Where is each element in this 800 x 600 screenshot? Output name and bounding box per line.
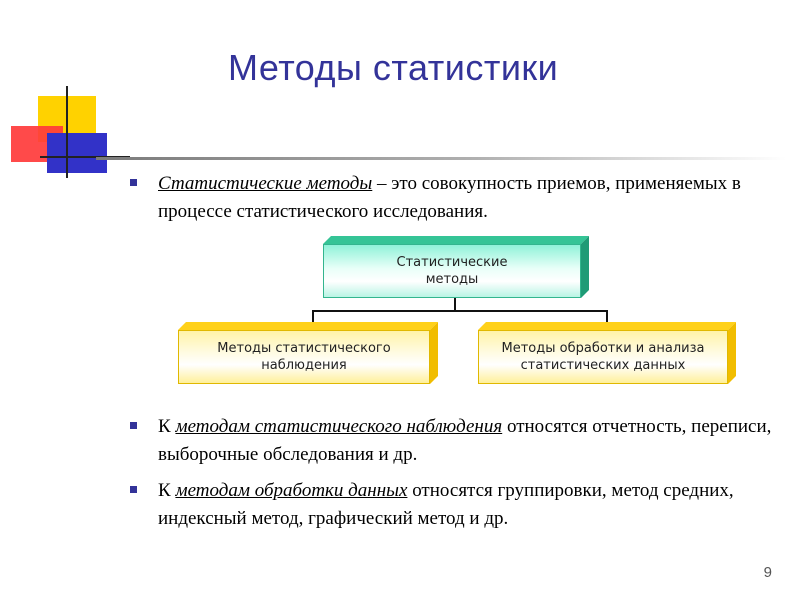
diagram-observation-box: Методы статистического наблюдения [178, 322, 438, 384]
root-line-1: Статистические [396, 255, 508, 270]
bullet-text: К методам статистического наблюдения отн… [158, 413, 790, 469]
connector-right-down [606, 310, 608, 322]
root-box-label: Статистические методы [323, 244, 581, 298]
term-processing-methods: методам обработки данных [175, 480, 408, 501]
observation-methods-text: относятся отчетность, переписи, выборочн… [158, 416, 772, 465]
box-side-face [430, 322, 438, 384]
box-top-face [178, 322, 438, 330]
logo-horizontal-line [40, 156, 130, 158]
title-divider [96, 157, 786, 160]
box-side-face [581, 236, 589, 298]
processing-line-1: Методы обработки и анализа [501, 341, 705, 356]
definition-text: – это совокупность приемов, применяемых … [158, 173, 741, 222]
page-number: 9 [763, 564, 772, 581]
processing-line-2: статистических данных [520, 358, 686, 373]
diagram-root-box: Статистические методы [323, 236, 589, 298]
connector-root-down [454, 298, 456, 311]
box-side-face [728, 322, 736, 384]
bullet-prefix: К [158, 416, 176, 437]
observation-box-label: Методы статистического наблюдения [178, 330, 430, 384]
bullet-square-icon [130, 179, 137, 186]
processing-methods-text: относятся группировки, метод средних, ин… [158, 480, 734, 529]
observation-line-2: наблюдения [261, 358, 347, 373]
box-top-face [478, 322, 736, 330]
bullet-square-icon [130, 486, 137, 493]
processing-box-label: Методы обработки и анализа статистических… [478, 330, 728, 384]
logo-blue-square [47, 133, 107, 173]
box-top-face [323, 236, 589, 244]
logo-vertical-line [66, 86, 68, 178]
term-statistical-methods: Статистические методы [158, 173, 373, 194]
bullet-square-icon [130, 422, 137, 429]
diagram-processing-box: Методы обработки и анализа статистических… [478, 322, 736, 384]
observation-line-1: Методы статистического [217, 341, 391, 356]
slide-title: Методы статистики [228, 47, 559, 88]
bullet-text: К методам обработки данных относятся гру… [158, 477, 800, 533]
root-line-2: методы [425, 272, 479, 287]
term-observation-methods: методам статистического наблюдения [175, 416, 503, 437]
bullet-prefix: К [158, 480, 176, 501]
connector-horizontal [312, 310, 608, 312]
bullet-text: Статистические методы – это совокупность… [158, 170, 770, 226]
connector-left-down [312, 310, 314, 322]
